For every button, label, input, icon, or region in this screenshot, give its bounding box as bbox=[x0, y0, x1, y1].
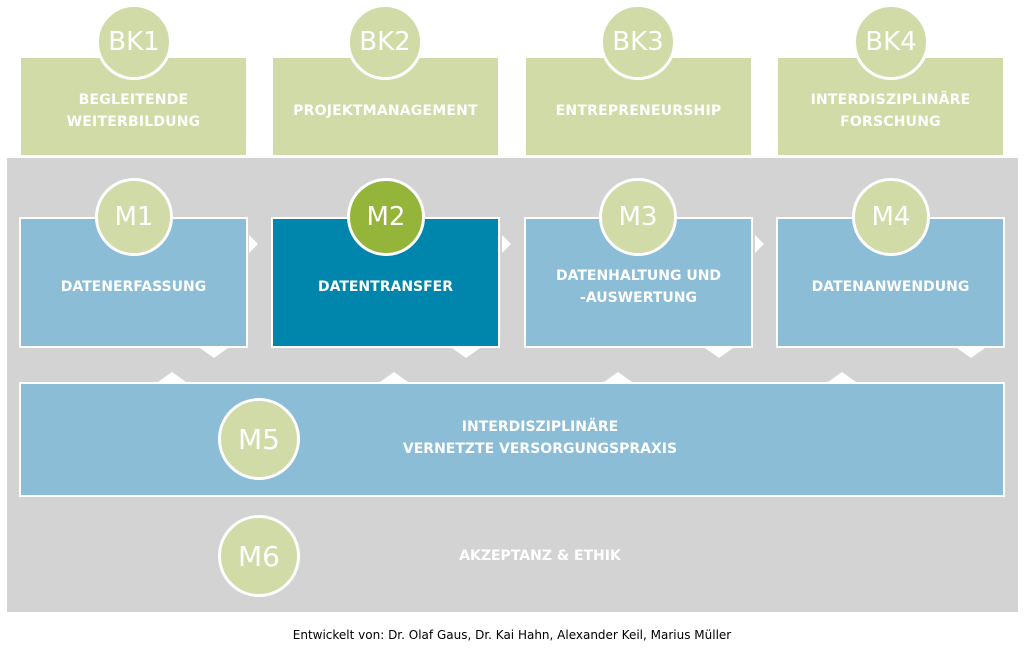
arrow-up-icon bbox=[828, 372, 856, 382]
arrow-up-icon bbox=[604, 372, 632, 382]
m1-label: DATENERFASSUNG bbox=[60, 278, 207, 295]
bk3-badge: BK3 bbox=[600, 4, 676, 80]
bk2-label: PROJEKTMANAGEMENT bbox=[293, 102, 478, 119]
credits-text: Entwickelt von: Dr. Olaf Gaus, Dr. Kai H… bbox=[292, 628, 732, 642]
m3-label: DATENHALTUNG UND-AUSWERTUNG bbox=[555, 267, 722, 306]
m1-badge: M1 bbox=[95, 178, 173, 256]
m4-badge: M4 bbox=[852, 178, 930, 256]
m4-label: DATENANWENDUNG bbox=[811, 278, 970, 295]
m5-badge: M5 bbox=[218, 398, 300, 480]
arrow-up-icon bbox=[380, 372, 408, 382]
arrow-down-icon bbox=[200, 348, 228, 358]
m5-box bbox=[19, 382, 1005, 497]
bk2-badge: BK2 bbox=[347, 4, 423, 80]
arrow-right-icon bbox=[249, 235, 258, 253]
bk3-label: ENTREPRENEURSHIP bbox=[555, 102, 722, 119]
m3-badge: M3 bbox=[599, 178, 677, 256]
arrow-down-icon bbox=[452, 348, 480, 358]
arrow-right-icon bbox=[502, 235, 511, 253]
arrow-down-icon bbox=[957, 348, 985, 358]
bk4-badge: BK4 bbox=[853, 4, 929, 80]
arrow-up-icon bbox=[158, 372, 186, 382]
m6-label: AKZEPTANZ & ETHIK bbox=[459, 548, 621, 564]
m6-badge: M6 bbox=[218, 515, 300, 597]
bk2-box: PROJEKTMANAGEMENT bbox=[273, 58, 498, 155]
m2-badge: M2 bbox=[347, 178, 425, 256]
arrow-right-icon bbox=[755, 235, 764, 253]
arrow-down-icon bbox=[705, 348, 733, 358]
bk1-badge: BK1 bbox=[96, 4, 172, 80]
m2-label: DATENTRANSFER bbox=[317, 278, 454, 295]
